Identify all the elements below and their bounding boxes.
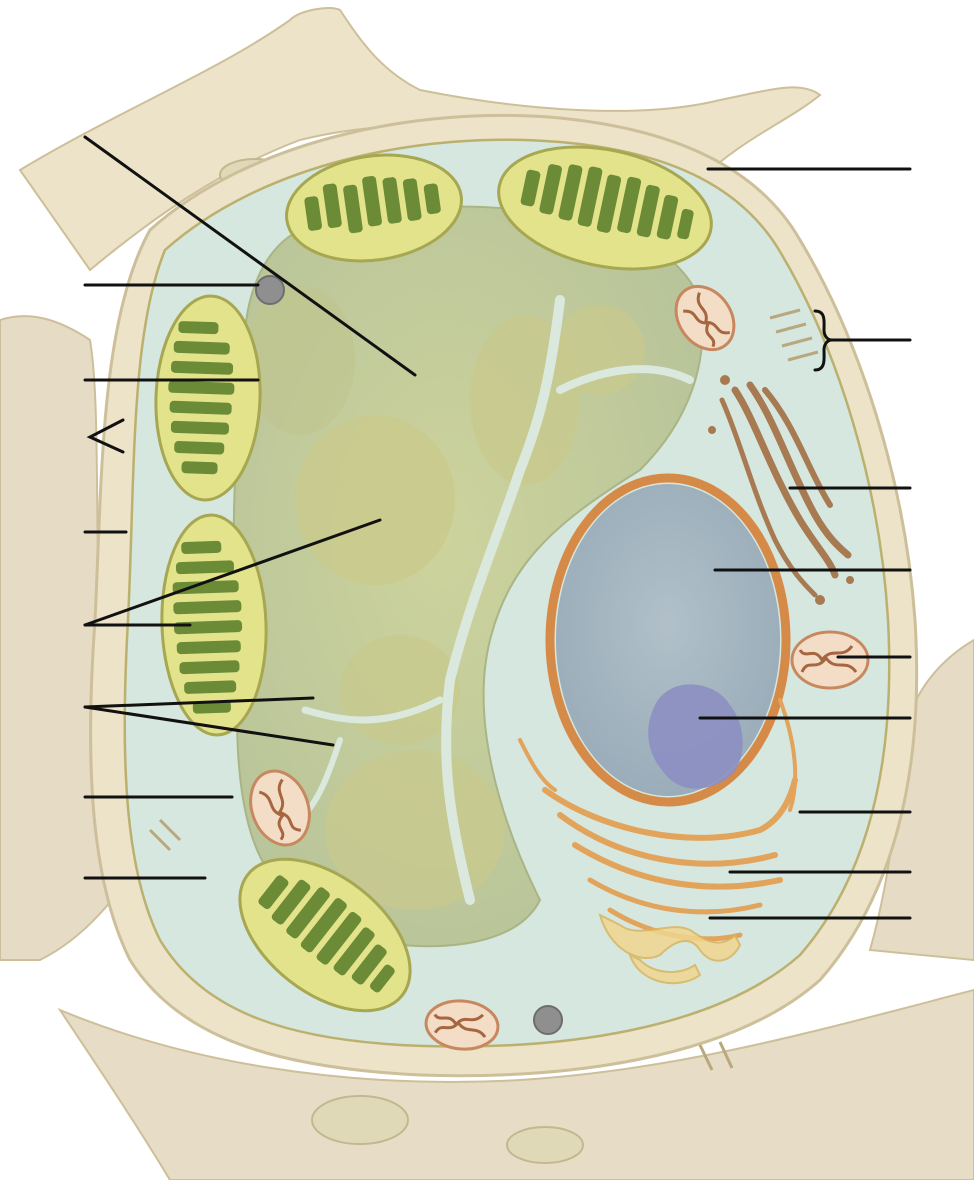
golgi-vesicle-4 xyxy=(846,576,854,584)
vacuole-blob-5 xyxy=(245,285,355,435)
vacuole-blob-6 xyxy=(555,305,645,395)
neighbor-organelle-2 xyxy=(507,1127,583,1163)
peroxisome-lower xyxy=(534,1006,562,1034)
neighbor-organelle-1 xyxy=(312,1096,408,1144)
golgi-vesicle-2 xyxy=(708,426,716,434)
vacuole-blob-1 xyxy=(295,415,455,585)
mitochondrion-membrane xyxy=(792,632,868,688)
mitochondrion-right xyxy=(792,632,868,688)
golgi-vesicle-1 xyxy=(720,375,730,385)
golgi-vesicle-3 xyxy=(815,595,825,605)
nucleus xyxy=(550,478,786,802)
peroxisome-upper xyxy=(256,276,284,304)
